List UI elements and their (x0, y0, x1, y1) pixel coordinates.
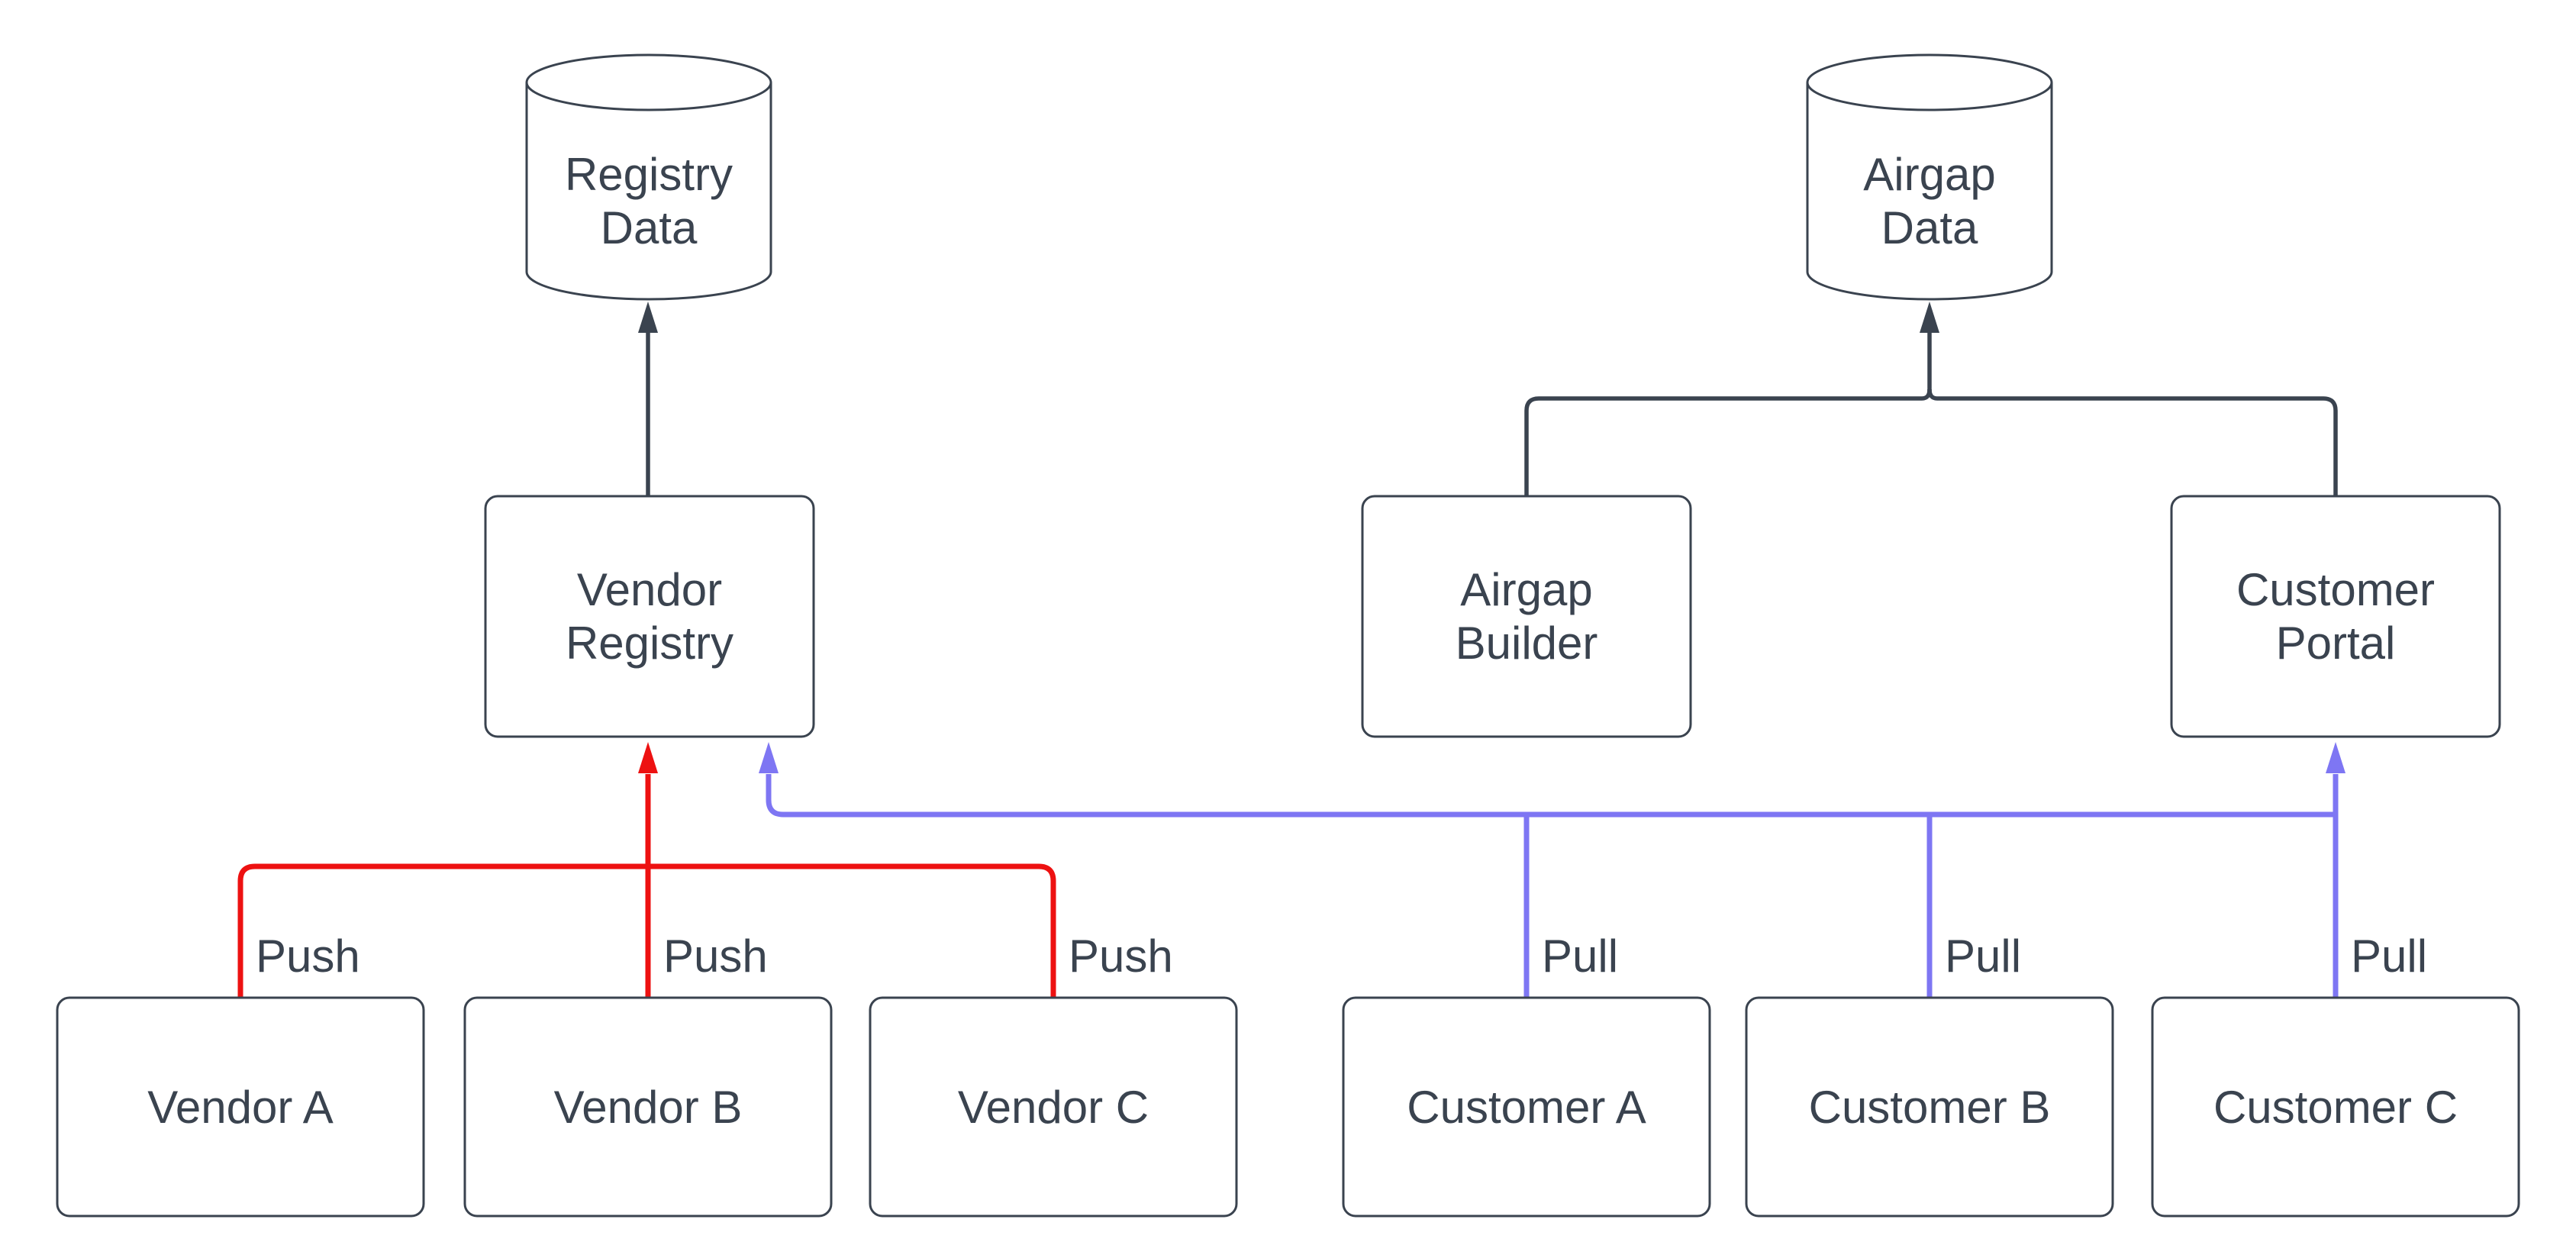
vendor-registry-box[interactable] (484, 495, 815, 738)
vendor-c-box[interactable] (869, 996, 1238, 1218)
pull-edges (766, 774, 2339, 998)
customer-b-label: Customer B (1809, 1082, 2051, 1133)
customer-b-box[interactable] (1745, 996, 2114, 1218)
customer-c-label: Customer C (2213, 1082, 2458, 1133)
push-arrowheads (638, 742, 658, 773)
registry-data-label-line2: Data (601, 202, 698, 253)
airgap-builder-label-line1: Airgap (1460, 564, 1592, 615)
dark-edges (646, 331, 2338, 496)
pull-label-customer-b: Pull (1945, 931, 2021, 982)
node-shapes (56, 53, 2520, 1218)
customer-a-label: Customer A (1407, 1082, 1646, 1133)
pull-arrowhead-into-customer-portal (2326, 742, 2345, 773)
dark-arrowheads (638, 302, 1939, 333)
vendor-a-box[interactable] (56, 996, 425, 1218)
pull-arrowheads (759, 742, 2345, 773)
vendor-registry-label-line2: Registry (566, 618, 733, 669)
vendor-a-label: Vendor A (147, 1082, 334, 1133)
push-label-vendor-b: Push (663, 931, 768, 982)
node-labels: Registry Data Airgap Data Vendor Registr… (147, 149, 2458, 1133)
airgap-builder-box[interactable] (1361, 495, 1692, 738)
customer-portal-box[interactable] (2170, 495, 2501, 738)
push-label-vendor-a: Push (256, 931, 360, 982)
vendor-c-label: Vendor C (958, 1082, 1149, 1133)
airgap-data-cylinder[interactable] (1806, 53, 2053, 301)
edge-airgap-builder-to-merge (1524, 389, 1932, 496)
push-arrowhead-into-vendor-registry (638, 742, 658, 773)
edge-customer-portal-to-merge (1927, 389, 2338, 496)
arrowhead-into-registry-data (638, 302, 658, 333)
customer-portal-label-line1: Customer (2236, 564, 2435, 615)
airgap-data-label-line1: Airgap (1863, 149, 1995, 200)
vendor-b-label: Vendor B (554, 1082, 743, 1133)
pull-label-customer-c: Pull (2351, 931, 2427, 982)
vendor-registry-label-line1: Vendor (577, 564, 722, 615)
customer-portal-label-line2: Portal (2276, 618, 2396, 669)
edge-pull-bus-to-vendor-registry (766, 774, 2336, 818)
customer-a-box[interactable] (1342, 996, 1711, 1218)
edge-labels: Push Push Push Pull Pull Pull (256, 931, 2427, 982)
registry-data-label-line1: Registry (565, 149, 733, 200)
customer-c-box[interactable] (2151, 996, 2520, 1218)
pull-label-customer-a: Pull (1542, 931, 1618, 982)
airgap-builder-label-line2: Builder (1456, 618, 1598, 669)
push-label-vendor-c: Push (1069, 931, 1173, 982)
registry-data-cylinder[interactable] (525, 53, 772, 301)
push-edges (237, 774, 1056, 998)
vendor-b-box[interactable] (463, 996, 833, 1218)
pull-arrowhead-into-vendor-registry (759, 742, 779, 773)
airgap-data-label-line2: Data (1881, 202, 1978, 253)
arrowhead-into-airgap-data (1920, 302, 1939, 333)
